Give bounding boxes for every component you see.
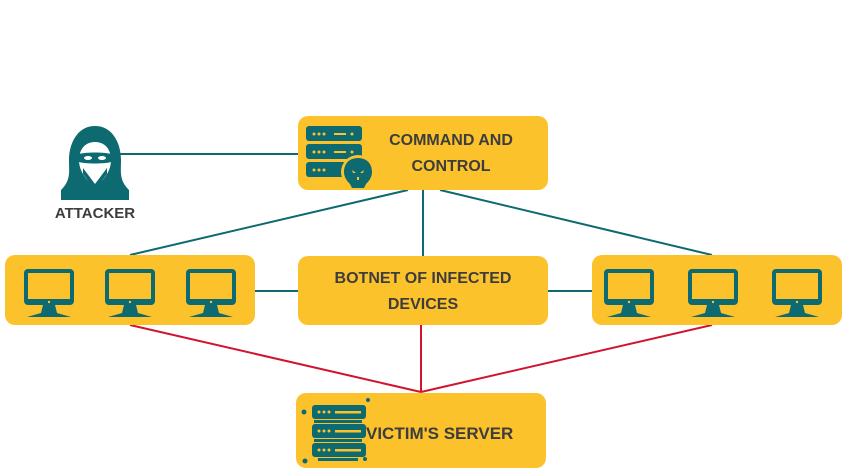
server-rack-icon — [301, 398, 370, 464]
attack-left-devices-to-victim — [129, 324, 422, 393]
botnet-node: BOTNET OF INFECTED DEVICES — [298, 256, 548, 325]
monitor-icon — [688, 269, 738, 317]
monitor-icon — [24, 269, 74, 317]
attacker-label: ATTACKER — [54, 205, 136, 222]
server-skull-icon — [306, 126, 375, 188]
monitor-icon — [105, 269, 155, 317]
hooded-hacker-icon — [61, 126, 129, 200]
command-and-control-node: COMMAND AND CONTROL — [298, 116, 548, 190]
monitor-icon — [604, 269, 654, 317]
edge-c2-to-right-devices — [439, 189, 713, 256]
command-and-control-label: COMMAND AND CONTROL — [376, 128, 526, 180]
cc-label-line2: CONTROL — [411, 158, 491, 175]
edge-c2-to-left-devices — [129, 189, 409, 256]
infected-devices-group-left — [5, 255, 255, 325]
cc-label-line1: COMMAND AND — [389, 132, 513, 149]
infected-devices-group-right — [592, 255, 842, 325]
victims-server-label: VICTIM'S SERVER — [366, 424, 514, 443]
monitor-icon — [772, 269, 822, 317]
botnet-label-line2: DEVICES — [387, 296, 459, 313]
monitor-icon — [186, 269, 236, 317]
victims-server-node: VICTIM'S SERVER — [296, 393, 546, 468]
botnet-label: BOTNET OF INFECTED DEVICES — [298, 266, 548, 318]
attack-right-devices-to-victim — [420, 324, 713, 393]
botnet-label-line1: BOTNET OF INFECTED — [334, 270, 512, 287]
